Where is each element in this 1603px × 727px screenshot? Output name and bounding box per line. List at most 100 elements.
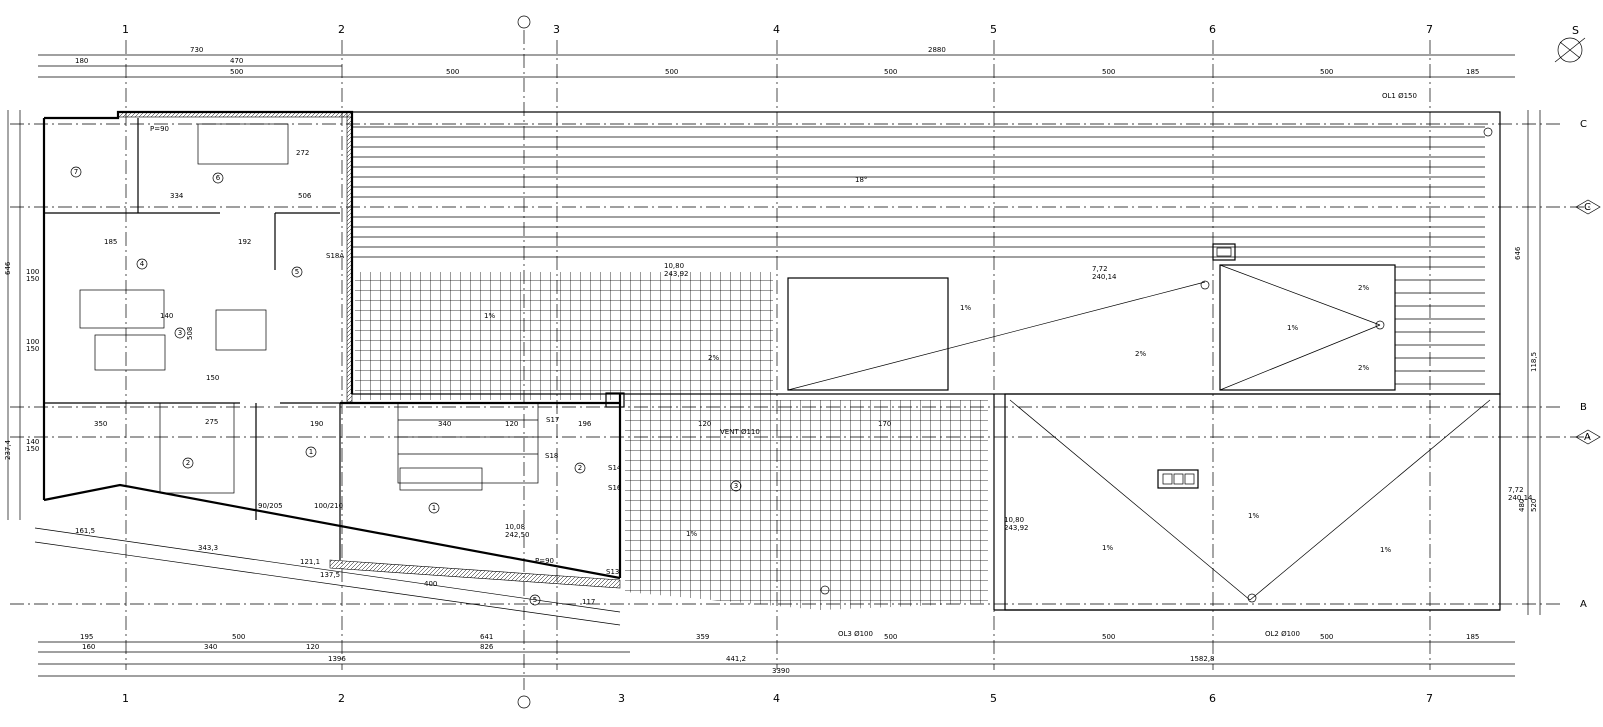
svg-text:6: 6 (1209, 692, 1216, 705)
svg-text:500: 500 (1102, 633, 1115, 641)
svg-text:6: 6 (1209, 23, 1216, 36)
svg-text:243,92: 243,92 (664, 270, 689, 278)
svg-text:S: S (1572, 24, 1579, 37)
svg-text:2: 2 (338, 692, 345, 705)
roof-openings (605, 243, 1491, 601)
svg-text:P=90: P=90 (150, 125, 169, 133)
svg-text:118,5: 118,5 (1530, 352, 1538, 372)
svg-text:2: 2 (186, 459, 190, 467)
svg-text:2: 2 (578, 464, 582, 472)
svg-text:343,3: 343,3 (198, 544, 218, 552)
axis-numbers-top: 1 2 3 4 5 6 7 (122, 23, 1433, 36)
svg-text:160: 160 (82, 643, 95, 651)
svg-text:7: 7 (1426, 692, 1433, 705)
svg-text:185: 185 (1466, 68, 1479, 76)
slope-dimensions: 161,5 343,3 121,1 137,5 400 117 (34, 527, 621, 626)
svg-text:400: 400 (424, 580, 437, 588)
svg-text:161,5: 161,5 (75, 527, 95, 535)
svg-text:192: 192 (238, 238, 251, 246)
svg-text:2%: 2% (1135, 350, 1146, 358)
svg-text:340: 340 (204, 643, 217, 651)
svg-text:3: 3 (734, 482, 738, 490)
svg-text:5: 5 (533, 596, 537, 604)
svg-text:137,5: 137,5 (320, 571, 340, 579)
svg-text:7: 7 (1426, 23, 1433, 36)
svg-text:275: 275 (205, 418, 218, 426)
svg-text:500: 500 (884, 68, 897, 76)
svg-text:S17: S17 (546, 416, 559, 424)
svg-text:240,14: 240,14 (1508, 494, 1533, 502)
svg-text:185: 185 (1466, 633, 1479, 641)
svg-text:150: 150 (26, 345, 39, 353)
svg-text:S14: S14 (608, 464, 622, 472)
svg-text:4: 4 (140, 260, 145, 268)
svg-text:7,72: 7,72 (1092, 265, 1108, 273)
svg-text:359: 359 (696, 633, 709, 641)
svg-text:196: 196 (578, 420, 592, 428)
svg-text:5: 5 (990, 692, 997, 705)
axis-letters-right: C C B A A (1575, 119, 1601, 610)
svg-text:1%: 1% (484, 312, 495, 320)
svg-text:334: 334 (170, 192, 184, 200)
svg-text:140: 140 (160, 312, 173, 320)
svg-text:3: 3 (553, 23, 560, 36)
svg-text:B: B (1580, 402, 1587, 413)
level-marks: 10,80 243,92 7,72 240,14 7,72 240,14 10,… (505, 262, 1533, 539)
svg-text:500: 500 (1320, 633, 1333, 641)
svg-text:S18A: S18A (326, 252, 344, 260)
svg-text:646: 646 (1514, 246, 1522, 260)
svg-text:350: 350 (94, 420, 107, 428)
svg-text:1: 1 (432, 504, 436, 512)
svg-text:185: 185 (104, 238, 117, 246)
svg-text:100: 100 (26, 268, 39, 276)
svg-text:1%: 1% (1287, 324, 1298, 332)
svg-text:117: 117 (582, 598, 595, 606)
svg-text:10,08: 10,08 (505, 523, 525, 531)
roof-battens (352, 126, 1485, 385)
svg-text:100/210: 100/210 (314, 502, 343, 510)
svg-text:OL3 Ø100: OL3 Ø100 (838, 630, 873, 638)
svg-text:150: 150 (206, 374, 219, 382)
svg-text:826: 826 (480, 643, 494, 651)
svg-text:470: 470 (230, 57, 243, 65)
svg-text:195: 195 (80, 633, 93, 641)
svg-text:242,50: 242,50 (505, 531, 530, 539)
svg-text:150: 150 (26, 275, 39, 283)
svg-text:237,4: 237,4 (4, 439, 12, 460)
svg-text:OL2 Ø100: OL2 Ø100 (1265, 630, 1300, 638)
svg-text:100: 100 (26, 338, 39, 346)
svg-text:A: A (1584, 432, 1591, 443)
misc-labels: P=90 P=90 S18A S18 S17 S16 S14 S13 100/2… (94, 125, 891, 576)
svg-text:240,14: 240,14 (1092, 273, 1117, 281)
svg-text:120: 120 (698, 420, 711, 428)
svg-text:1: 1 (122, 692, 129, 705)
svg-text:1%: 1% (686, 530, 697, 538)
svg-text:2880: 2880 (928, 46, 946, 54)
svg-text:2: 2 (338, 23, 345, 36)
svg-text:180: 180 (75, 57, 88, 65)
svg-text:646: 646 (4, 261, 12, 275)
svg-text:10,80: 10,80 (664, 262, 684, 270)
svg-text:520: 520 (1530, 499, 1538, 512)
svg-text:2%: 2% (1358, 364, 1369, 372)
north-arrow: S (1554, 24, 1586, 63)
drain-labels: OL1 Ø150 OL3 Ø100 OL2 Ø100 VENT Ø110 (720, 92, 1493, 638)
svg-text:500: 500 (1102, 68, 1115, 76)
svg-text:C: C (1584, 202, 1591, 213)
svg-text:1: 1 (309, 448, 313, 456)
svg-text:VENT Ø110: VENT Ø110 (720, 428, 760, 436)
bottom-dimensions: 195 500 641 359 500 500 500 185 160 340 … (38, 633, 1515, 677)
svg-text:340: 340 (438, 420, 451, 428)
svg-text:441,2: 441,2 (726, 655, 746, 663)
svg-text:C: C (1580, 119, 1587, 130)
svg-text:5: 5 (295, 268, 299, 276)
svg-text:3390: 3390 (772, 667, 790, 675)
svg-text:120: 120 (505, 420, 518, 428)
room-numbers: 7 6 4 3 5 2 1 1 2 3 5 (70, 166, 742, 606)
svg-text:1%: 1% (960, 304, 971, 312)
svg-text:170: 170 (878, 420, 891, 428)
svg-text:6: 6 (216, 174, 221, 182)
svg-text:508: 508 (186, 327, 194, 340)
svg-text:S13: S13 (606, 568, 619, 576)
svg-text:1%: 1% (1380, 546, 1391, 554)
